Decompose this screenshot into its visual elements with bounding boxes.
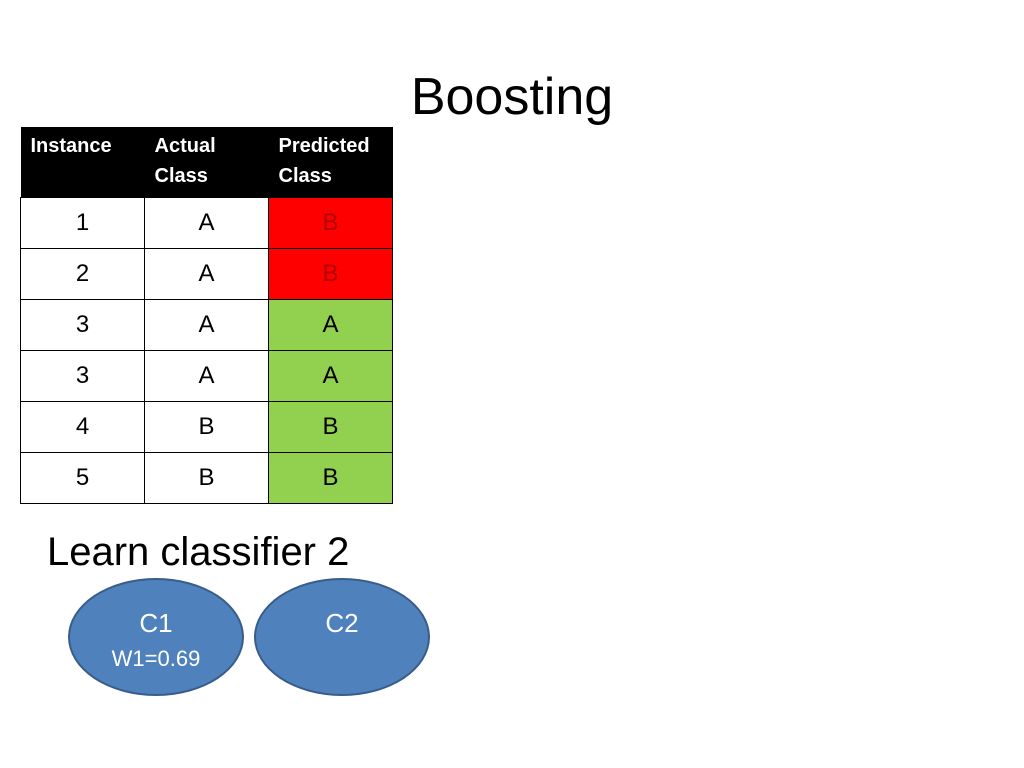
cell-actual: B (144, 452, 269, 504)
cell-instance: 3 (20, 299, 145, 351)
header-actual-line-1: Actual (154, 135, 216, 157)
classifier-c1-weight: W1=0.69 (111, 646, 201, 671)
subtitle-learn-classifier: Learn classifier 2 (47, 530, 350, 574)
table-row: 2 A B (20, 248, 393, 300)
cell-instance: 2 (20, 248, 145, 300)
cell-predicted: B (268, 197, 393, 249)
header-predicted-line-2: Class (278, 165, 332, 187)
slide-title: Boosting (410, 68, 614, 126)
cell-instance: 1 (20, 197, 145, 249)
table-row: 4 B B (20, 401, 393, 453)
cell-instance: 5 (20, 452, 145, 504)
table-header-row: Instance Actual Class Predicted Class (20, 127, 393, 198)
table-row: 1 A B (20, 197, 393, 249)
table-row: 5 B B (20, 452, 393, 504)
prediction-table: Instance Actual Class Predicted Class 1 … (20, 127, 393, 504)
cell-actual: B (144, 401, 269, 453)
classifier-c2-node: C2 (254, 578, 430, 696)
classifier-c1-node: C1 W1=0.69 (68, 578, 244, 696)
cell-predicted: B (268, 452, 393, 504)
cell-instance: 3 (20, 350, 145, 402)
cell-instance: 4 (20, 401, 145, 453)
header-predicted-class: Predicted Class (268, 127, 393, 198)
cell-actual: A (144, 197, 269, 249)
classifier-c2-name: C2 (325, 608, 359, 638)
cell-actual: A (144, 299, 269, 351)
cell-actual: A (144, 350, 269, 402)
cell-predicted: A (268, 350, 393, 402)
cell-predicted: B (268, 401, 393, 453)
classifier-c1-name: C1 (139, 608, 173, 638)
header-instance-line-1: Instance (30, 135, 112, 157)
header-actual-class: Actual Class (144, 127, 269, 198)
table-row: 3 A A (20, 299, 393, 351)
table-row: 3 A A (20, 350, 393, 402)
header-predicted-line-1: Predicted (278, 135, 370, 157)
cell-predicted: A (268, 299, 393, 351)
header-actual-line-2: Class (154, 165, 208, 187)
cell-actual: A (144, 248, 269, 300)
header-instance: Instance (20, 127, 145, 198)
cell-predicted: B (268, 248, 393, 300)
